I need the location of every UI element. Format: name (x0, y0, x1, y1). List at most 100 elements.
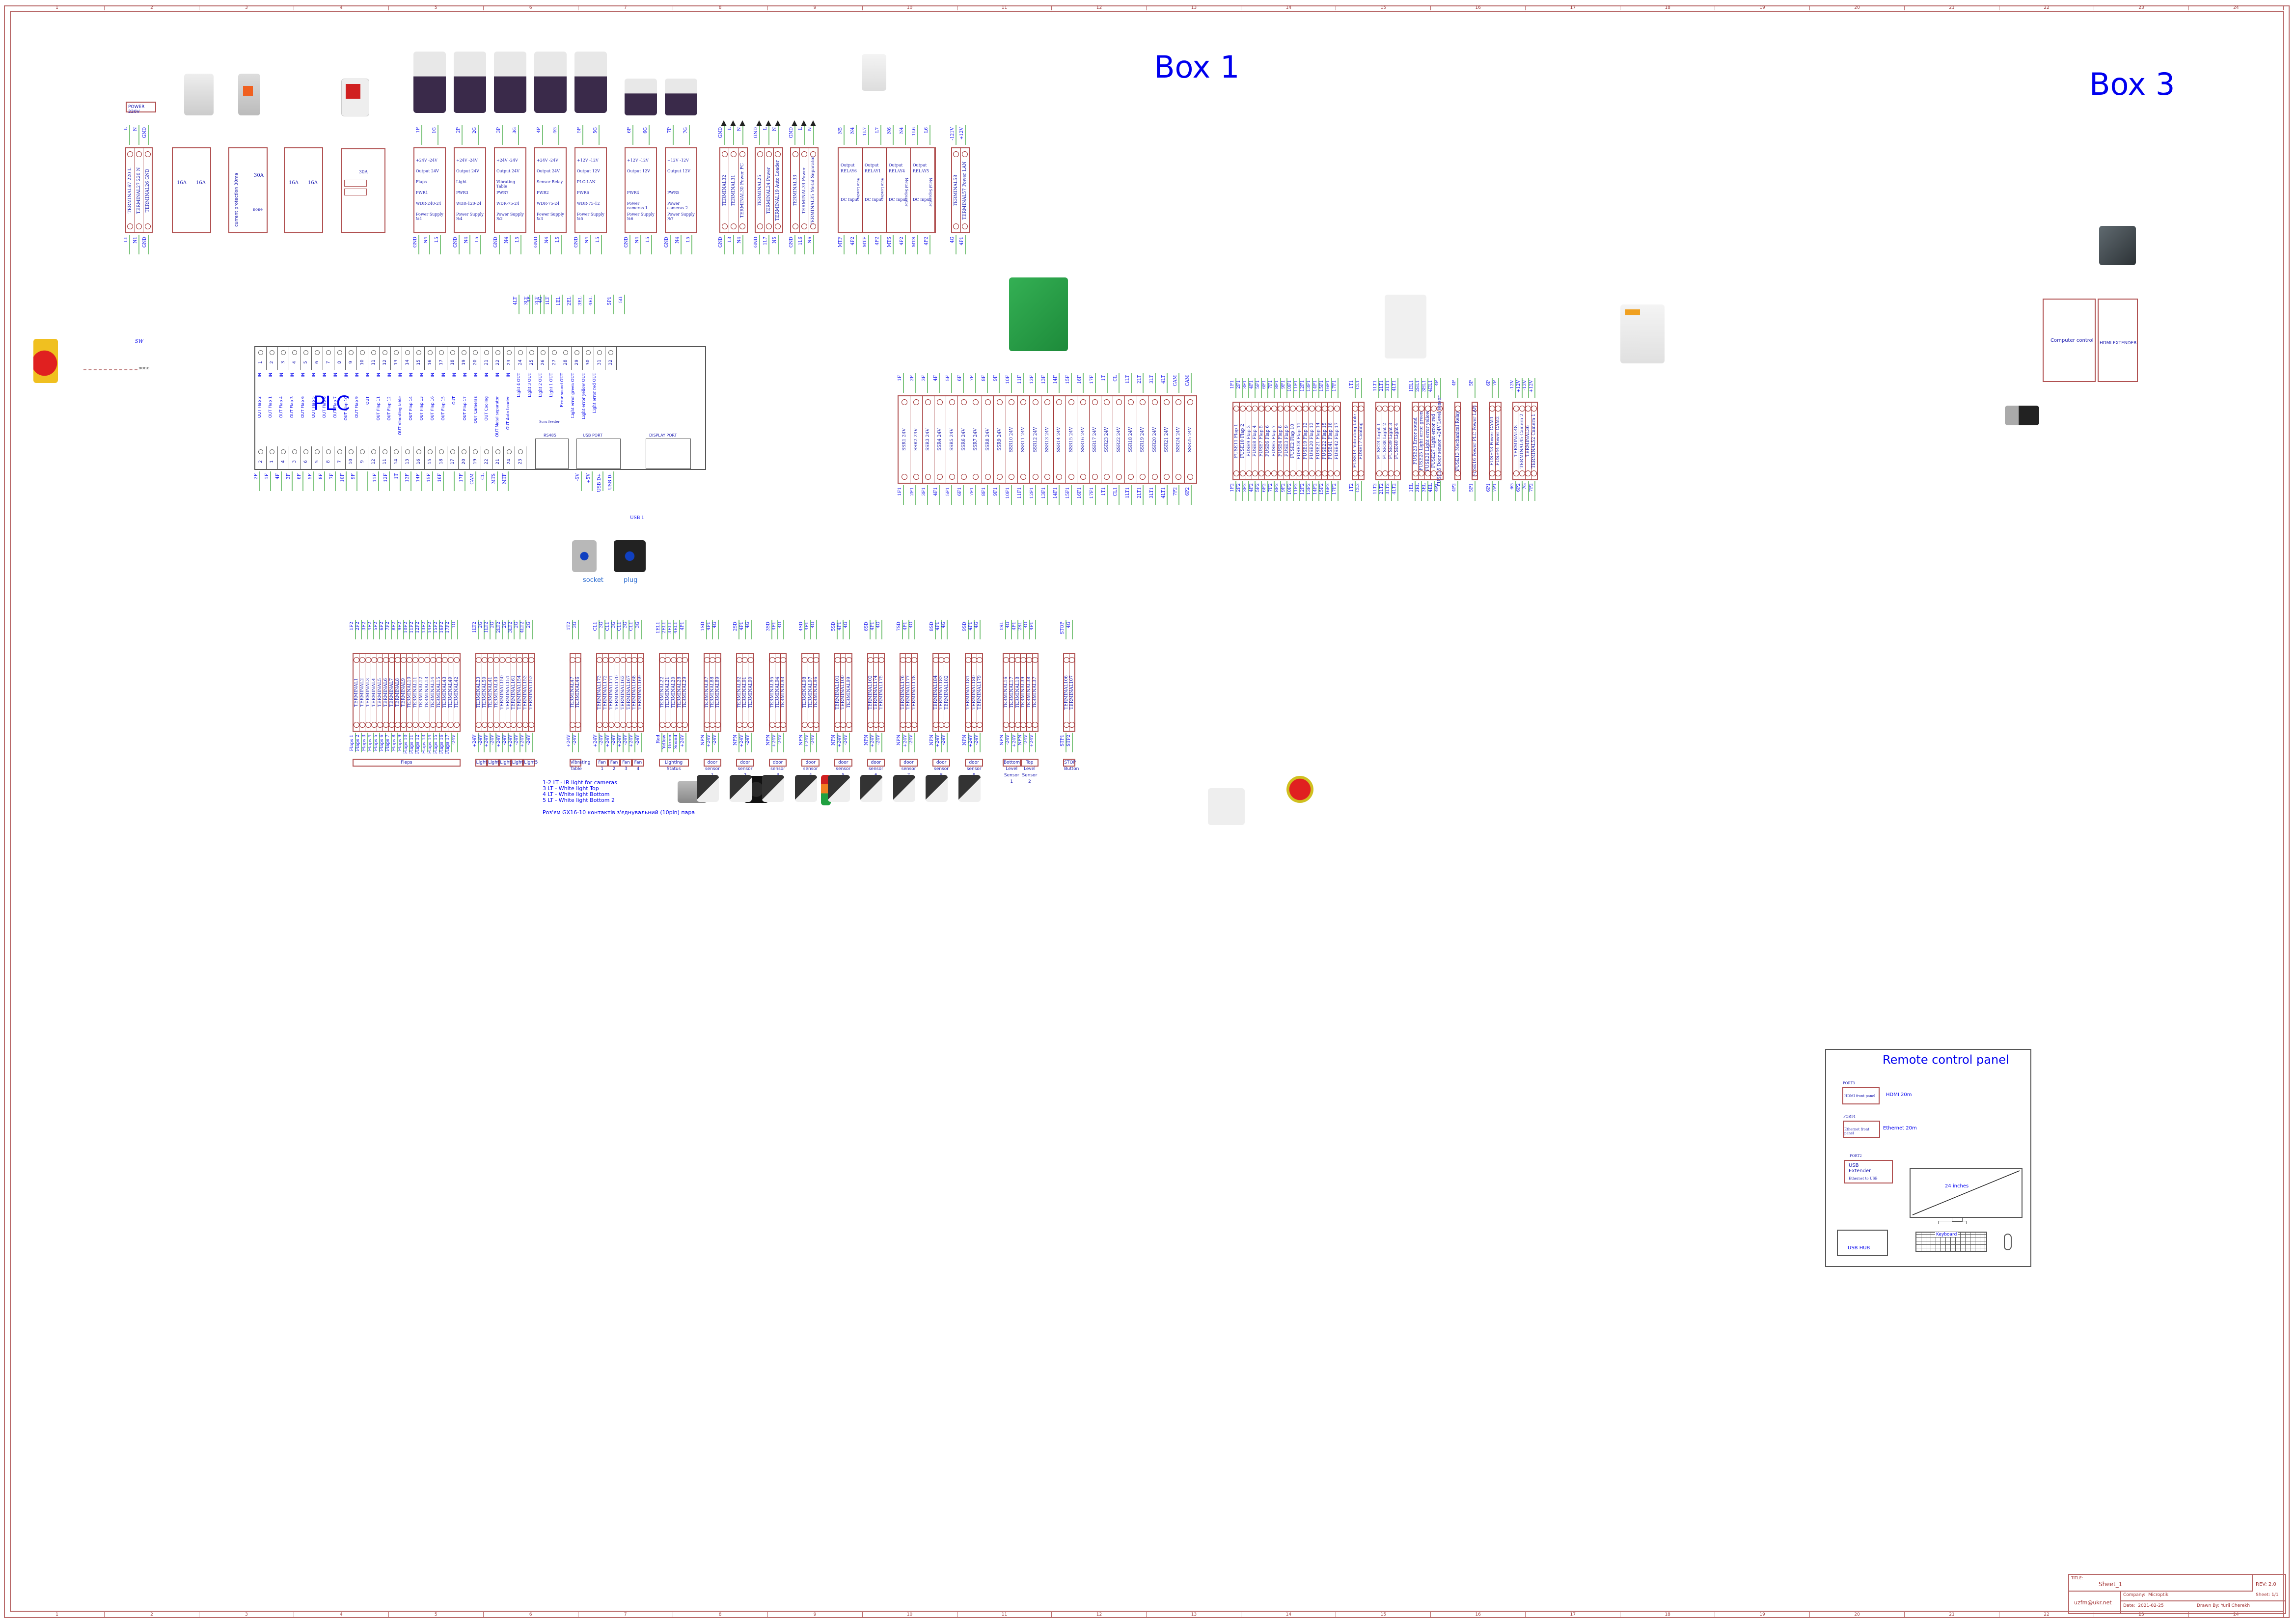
door-sensor-7-terminal-2[interactable]: TERMINAL177 (905, 654, 912, 731)
ssr-ssr4[interactable]: SSR4 24V (934, 396, 947, 483)
door-sensor-6-device[interactable]: door sensor 6 (867, 759, 885, 778)
door-sensor-8-device[interactable]: door sensor 8 (932, 759, 951, 778)
plc-pin-11[interactable]: 11 (368, 347, 380, 370)
door-sensor-4-device[interactable]: door sensor 4 (801, 759, 820, 778)
ssr-ssr10[interactable]: SSR10 24V (1006, 396, 1018, 483)
fans-terminal-6[interactable]: TERMINAL167 (626, 654, 632, 731)
plc-pin-31[interactable]: 31 (594, 347, 605, 370)
flaps-terminal-5[interactable]: TERMINAL5 (377, 654, 383, 731)
fuse-2[interactable]: FUSE44 Power CAM2 (1495, 403, 1501, 479)
rs485-port[interactable]: RS485 (535, 433, 569, 469)
door-sensor-6-terminal-1[interactable]: TERMINAL102 (867, 654, 874, 731)
display-port[interactable]: DISPLAY PORT (646, 433, 691, 469)
level-sensor-terminal-6[interactable]: TERMINAL37 (1032, 654, 1038, 731)
door-sensor-8-terminal-2[interactable]: TERMINAL183 (938, 654, 945, 731)
fuse-3[interactable]: FUSE39 Light 3 (1388, 403, 1394, 479)
fuse-17[interactable]: FUSE42 Flap 17 (1334, 403, 1340, 479)
fans-device[interactable]: Fan 2 (608, 759, 620, 771)
fuse-4[interactable]: TERMINAL52 Camera 1 (1531, 403, 1537, 479)
door-sensor-2-terminal-3[interactable]: TERMINAL90 (747, 654, 754, 731)
plc-pin-17[interactable]: 17 (436, 347, 447, 370)
plc-pin-6[interactable]: 6 (312, 347, 323, 370)
fuse-10[interactable]: FUSE2 Flap 10 (1290, 403, 1297, 479)
plc-pin-28[interactable]: 28 (560, 347, 572, 370)
plc-pin-12[interactable]: 12 (368, 446, 380, 469)
power-terminal-3[interactable]: TERMINAL26 GND (143, 148, 152, 232)
lights-device[interactable]: Light5 (523, 759, 538, 767)
lights-terminal-4[interactable]: TERMINAL40 (493, 654, 500, 731)
ssr-ssr23[interactable]: SSR23 24V (1101, 396, 1114, 483)
usb-port[interactable]: USB PORT (576, 433, 621, 469)
stop-terminal-1[interactable]: TERMINAL106 (1064, 654, 1069, 731)
lighting-status-terminal-1[interactable]: TERMINAL22 (659, 654, 666, 731)
fuse-12[interactable]: FUSE19 Flap 12 (1303, 403, 1309, 479)
level-sensor-device[interactable]: Top Level Sensor 2 (1020, 759, 1039, 784)
plc-pin-20[interactable]: 20 (459, 446, 470, 469)
plc-pin-25[interactable]: 25 (526, 347, 538, 370)
flaps-terminal-14[interactable]: TERMINAL14 (430, 654, 437, 731)
ethernet-front-panel[interactable]: Ethernet front panel (1843, 1121, 1880, 1138)
hdmi-front-panel[interactable]: HDMI front panel (1842, 1087, 1880, 1104)
lighting-status-terminal-2[interactable]: TERMINAL21 (665, 654, 671, 731)
fans-terminal-5[interactable]: TERMINAL162 (620, 654, 627, 731)
plc-pin-23[interactable]: 23 (515, 446, 526, 469)
flaps-terminal-13[interactable]: TERMINAL13 (424, 654, 431, 731)
fans-terminal-2[interactable]: TERMINAL172 (602, 654, 609, 731)
fans-terminal-3[interactable]: TERMINAL171 (608, 654, 615, 731)
fuse-4[interactable]: FUSE27 Light error red (1430, 403, 1437, 479)
fuse-1[interactable]: FUSE11 Flap 1 (1233, 403, 1240, 479)
fans-terminal-4[interactable]: TERMINAL170 (614, 654, 621, 731)
fuse-11[interactable]: FUSE18 Flap 11 (1296, 403, 1303, 479)
ssr-ssr2[interactable]: SSR2 24V (910, 396, 923, 483)
fuse-1[interactable]: FUSE23 Error sound (1412, 403, 1419, 479)
dist-terminal-3[interactable]: TERMINAL19 Auto Loader (774, 148, 782, 232)
door-sensor-9-device[interactable]: door sensor 9 (965, 759, 983, 778)
flaps-terminal-4[interactable]: TERMINAL4 (371, 654, 378, 731)
fuse-2[interactable]: FUSE10 Flap 2 (1239, 403, 1246, 479)
flaps-terminal-1[interactable]: TERMINAL1 (353, 654, 360, 731)
door-sensor-3-terminal-2[interactable]: TERMINAL94 (775, 654, 781, 731)
dist-terminal-1[interactable]: TERMINAL32 (720, 148, 730, 232)
ssr-ssr1[interactable]: SSR1 24V (899, 396, 911, 483)
ssr-ssr5[interactable]: SSR5 24V (946, 396, 958, 483)
usb-hub[interactable]: USB HUB (1837, 1230, 1888, 1256)
dist-terminal-3[interactable]: TERMINAL30 Power PC (738, 148, 747, 232)
plc-pin-13[interactable]: 13 (391, 347, 402, 370)
ssr-ssr25[interactable]: SSR25 24V (1185, 396, 1196, 483)
door-sensor-5-terminal-1[interactable]: TERMINAL101 (835, 654, 841, 731)
lights-terminal-6[interactable]: TERMINAL151 (505, 654, 512, 731)
lan-terminal-2[interactable]: TERMINAL57 Power LAN (961, 148, 969, 232)
fans-terminal-8[interactable]: TERMINAL169 (637, 654, 644, 731)
ssr-ssr17[interactable]: SSR17 24V (1090, 396, 1101, 483)
fuse-5[interactable]: FUSE15 Door sensor +24V Level sensor (1437, 396, 1443, 486)
plc-pin-16[interactable]: 16 (413, 446, 425, 469)
door-sensor-3-terminal-3[interactable]: TERMINAL93 (780, 654, 787, 731)
door-sensor-9-terminal-2[interactable]: TERMINAL180 (971, 654, 977, 731)
plc-pin-24[interactable]: 24 (504, 446, 515, 469)
fans-terminal-7[interactable]: TERMINAL168 (631, 654, 638, 731)
door-sensor-6-terminal-2[interactable]: TERMINAL174 (873, 654, 879, 731)
plc-pin-21[interactable]: 21 (492, 446, 504, 469)
door-sensor-9-terminal-3[interactable]: TERMINAL179 (976, 654, 983, 731)
door-sensor-7-terminal-3[interactable]: TERMINAL178 (911, 654, 917, 731)
flaps-terminal-3[interactable]: TERMINAL3 (365, 654, 372, 731)
level-sensor-terminal-1[interactable]: TERMINAL16 (1003, 654, 1010, 731)
flaps-terminal-16[interactable]: TERMINAL43 (441, 654, 448, 731)
fuse-1[interactable]: FUSE43 Power CAM1 (1489, 403, 1496, 479)
fans-device[interactable]: Fan 3 (620, 759, 632, 771)
door-sensor-9-terminal-1[interactable]: TERMINAL181 (965, 654, 972, 731)
plc-pin-13[interactable]: 13 (402, 446, 413, 469)
fuse-3[interactable]: TERMINAL36 (1525, 403, 1531, 479)
fuse-9[interactable]: FUSE3 Flap 9 (1284, 403, 1290, 479)
dist-terminal-2[interactable]: TERMINAL34 Power (800, 148, 809, 232)
door-sensor-8-terminal-1[interactable]: TERMINAL184 (932, 654, 939, 731)
plc-pin-10[interactable]: 10 (346, 446, 357, 469)
plc-pin-16[interactable]: 16 (425, 347, 436, 370)
flaps-terminal-6[interactable]: TERMINAL6 (383, 654, 389, 731)
